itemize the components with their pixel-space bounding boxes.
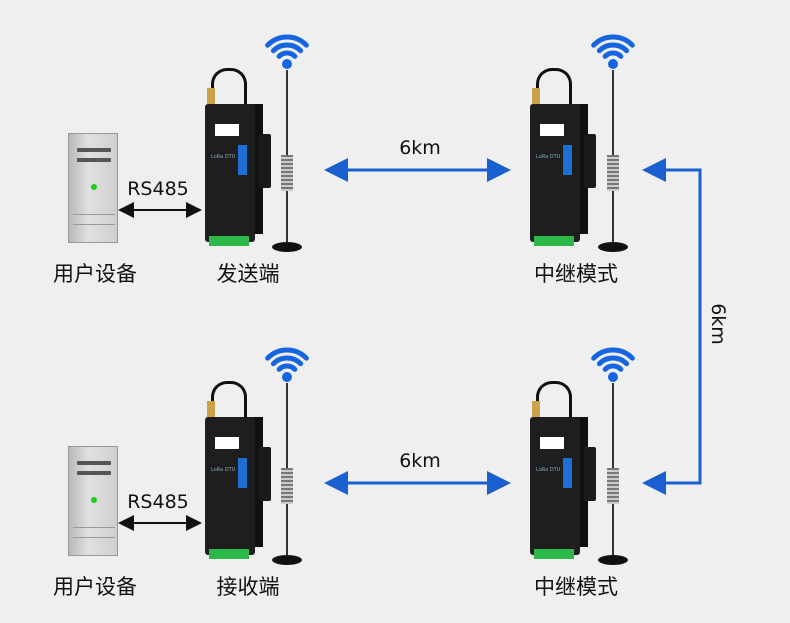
sender-label: 发送端: [216, 262, 280, 286]
distance-label-bottom: 6km: [399, 450, 441, 472]
distance-label-vertical: 6km: [707, 303, 729, 345]
wifi-signal-icon: [591, 34, 635, 69]
rs485-label-top: RS485: [127, 178, 189, 200]
computer-tower-icon: [68, 446, 118, 556]
repeater-label-top: 中继模式: [534, 262, 618, 286]
lora-dtu-device-icon: LoRa DTU: [205, 68, 271, 248]
rs485-label-bottom: RS485: [127, 491, 189, 513]
link-arrow-vertical: [642, 158, 702, 495]
receiver-label: 接收端: [216, 575, 280, 599]
antenna-icon: [272, 383, 302, 583]
wifi-signal-icon: [265, 347, 309, 382]
wifi-signal-icon: [591, 347, 635, 382]
antenna-icon: [598, 383, 628, 583]
lora-dtu-device-icon: LoRa DTU: [205, 381, 271, 561]
repeater-label-bottom: 中继模式: [534, 575, 618, 599]
antenna-icon: [272, 70, 302, 270]
antenna-icon: [598, 70, 628, 270]
lora-dtu-device-icon: LoRa DTU: [530, 68, 596, 248]
wifi-signal-icon: [265, 34, 309, 69]
pc-label-bottom: 用户设备: [53, 575, 137, 599]
lora-dtu-device-icon: LoRa DTU: [530, 381, 596, 561]
distance-label-top: 6km: [399, 137, 441, 159]
pc-label-top: 用户设备: [53, 262, 137, 286]
computer-tower-icon: [68, 133, 118, 243]
